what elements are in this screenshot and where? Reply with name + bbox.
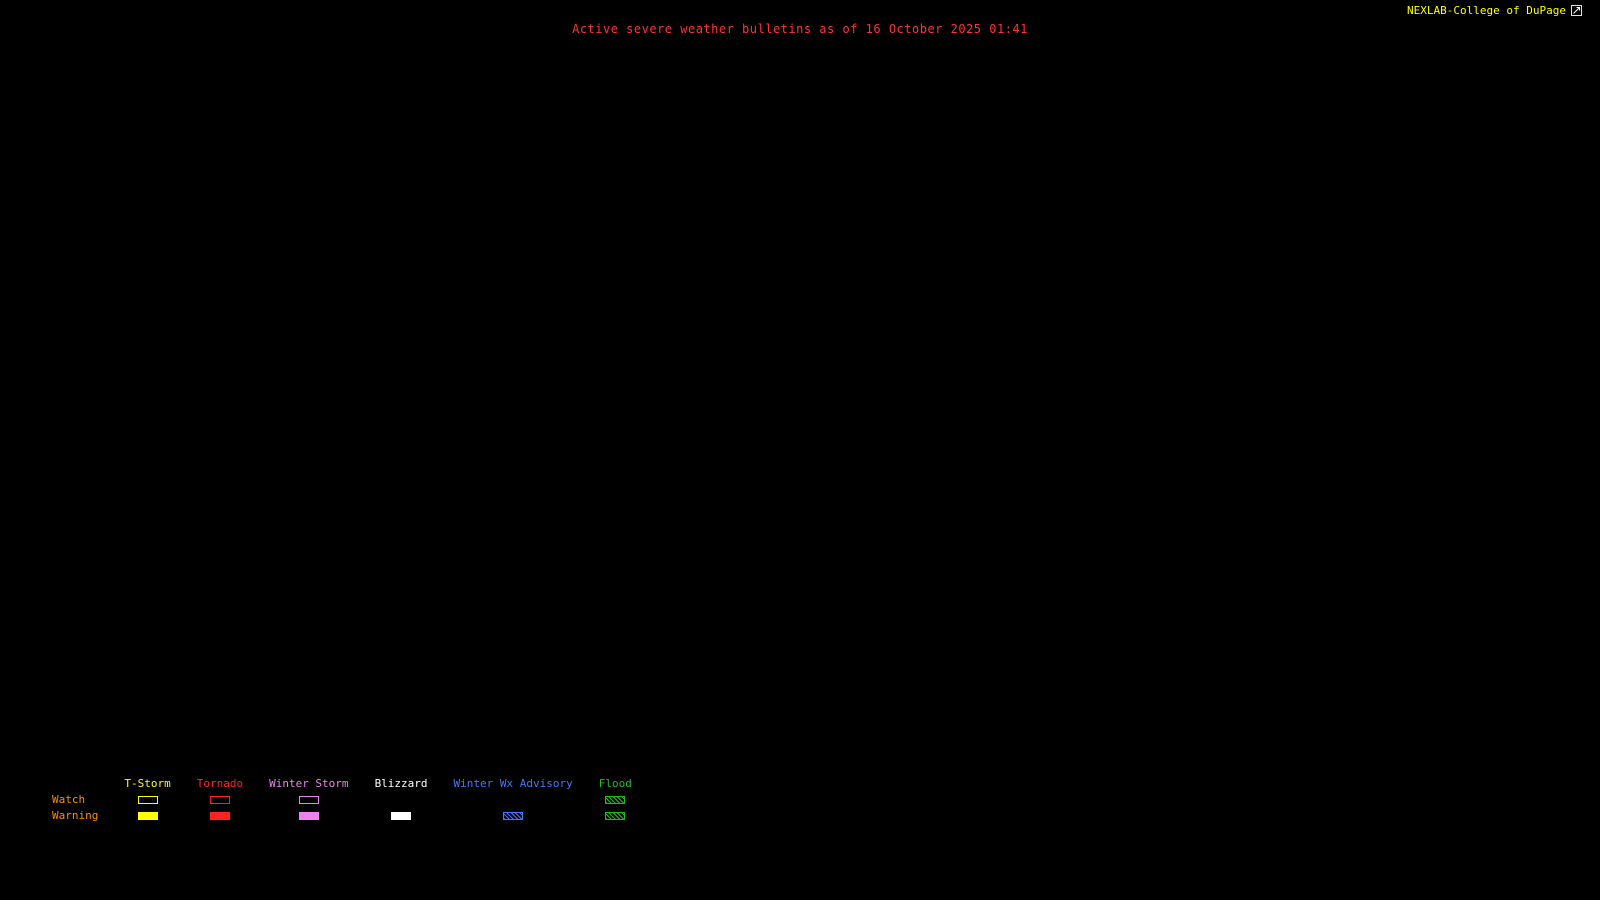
legend-swatch-warning	[605, 808, 626, 824]
legend-column-flood: Flood	[599, 776, 632, 824]
legend-column-label: Flood	[598, 777, 632, 790]
legend-column-blizzard: Blizzard	[375, 776, 428, 824]
legend-warning-label: Warning	[52, 809, 99, 822]
legend-swatch-watch	[605, 792, 626, 808]
legend-column-label: Winter Wx Advisory	[453, 777, 573, 790]
swatch-outline	[298, 796, 319, 804]
legend-swatch-watch	[209, 792, 230, 808]
legend-swatch-warning	[298, 808, 319, 824]
swatch-hatched	[605, 796, 626, 804]
swatch-hatched	[503, 812, 524, 820]
swatch-hatched	[605, 812, 626, 820]
legend-column-label: Tornado	[196, 777, 244, 790]
legend-swatch-warning	[209, 808, 230, 824]
legend-swatch-warning	[391, 808, 412, 824]
legend-swatch-watch	[503, 792, 523, 808]
site-branding-label: NEXLAB-College of DuPage	[1407, 4, 1566, 17]
swatch-filled	[209, 812, 230, 820]
swatch-outline	[209, 796, 230, 804]
legend-row-labels: Watch Warning	[52, 776, 98, 824]
legend-column-label: Winter Storm	[269, 777, 349, 790]
swatch-filled	[298, 812, 319, 820]
station-logo-icon	[1571, 5, 1582, 16]
legend-column-label: Blizzard	[374, 777, 428, 790]
swatch-outline	[137, 796, 158, 804]
swatch-filled	[137, 812, 158, 820]
legend: Watch Warning T-Storm Tornado Winter Storm…	[52, 776, 632, 824]
legend-column-winter-storm: Winter Storm	[269, 776, 349, 824]
legend-column-label: T-Storm	[124, 777, 171, 790]
legend-swatch-warning	[503, 808, 524, 824]
legend-watch-label: Watch	[52, 793, 86, 806]
legend-column-tornado: Tornado	[197, 776, 243, 824]
legend-swatch-warning	[137, 808, 158, 824]
legend-swatch-watch	[391, 792, 411, 808]
swatch-filled	[391, 812, 412, 820]
site-branding: NEXLAB-College of DuPage	[1407, 4, 1582, 17]
legend-swatch-watch	[298, 792, 319, 808]
legend-swatch-watch	[137, 792, 158, 808]
legend-column-winter-wx-advisory: Winter Wx Advisory	[454, 776, 573, 824]
legend-columns: T-Storm Tornado Winter Storm Blizzard Winter…	[124, 776, 632, 824]
legend-header-spacer	[52, 776, 98, 792]
legend-column-t-storm: T-Storm	[124, 776, 171, 824]
bulletin-title: Active severe weather bulletins as of 16…	[572, 22, 1028, 36]
